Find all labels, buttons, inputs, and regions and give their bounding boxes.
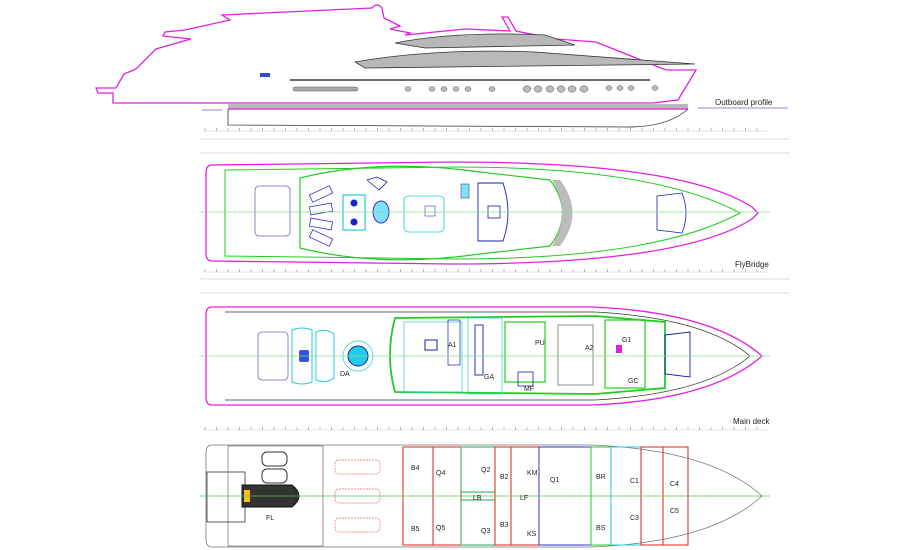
room-label: KS <box>527 531 537 538</box>
jet-ski <box>261 468 288 484</box>
main-deck-ruler <box>203 427 768 431</box>
flybridge-deck-edge <box>224 166 742 260</box>
profile-boot-stripe <box>228 104 688 109</box>
room-label: A1 <box>448 342 457 349</box>
outboard-profile-view: Outboard profile <box>95 4 790 154</box>
porthole <box>522 85 532 93</box>
room-label: C3 <box>630 515 639 522</box>
outboard-profile-title: Outboard profile <box>715 98 773 107</box>
room-label: DA <box>340 371 350 378</box>
galley-equipment <box>616 345 622 353</box>
room-label: GC <box>628 378 639 385</box>
flybridge-console <box>460 183 470 199</box>
garage-door <box>206 471 246 523</box>
saloon-tv <box>424 339 438 351</box>
porthole <box>579 85 589 93</box>
saloon-area <box>403 321 463 393</box>
room-label: LB <box>473 495 482 502</box>
room-label: C1 <box>630 478 639 485</box>
flybridge-view: FlyBridge <box>200 161 790 294</box>
room-label: BR <box>596 474 606 481</box>
room-label: BS <box>596 525 606 532</box>
galley-walls <box>604 319 646 389</box>
jet-ski <box>261 451 288 467</box>
flybridge-hull-outline <box>205 161 759 265</box>
profile-upper-glazing <box>394 33 576 49</box>
lower-deck-hull-outline <box>205 444 763 548</box>
main-deck-title: Main deck <box>733 417 770 426</box>
porthole <box>556 85 566 93</box>
profile-window-strip <box>292 86 359 92</box>
flybridge-title: FlyBridge <box>735 260 769 269</box>
porthole <box>428 86 436 92</box>
porthole <box>404 86 412 92</box>
room-label: Q5 <box>436 525 445 532</box>
porthole <box>533 85 543 93</box>
room-label: LF <box>520 495 528 502</box>
profile-main-glazing <box>353 50 696 69</box>
flybridge-shade-strip <box>552 180 573 246</box>
flybridge-foredeck-hatch <box>656 192 687 234</box>
room-label: FL <box>266 515 274 522</box>
porthole <box>464 86 472 92</box>
room-label: B3 <box>500 522 509 529</box>
room-label: A2 <box>585 345 594 352</box>
flybridge-hardtop <box>299 165 563 261</box>
dining-table <box>474 324 484 376</box>
porthole <box>545 85 555 93</box>
room-label: Q1 <box>550 477 559 484</box>
flybridge-sunbeds <box>308 185 334 247</box>
foredeck-hatch <box>664 331 691 378</box>
profile-hull-underbody <box>227 108 689 128</box>
main-deck-hull-outline <box>205 306 763 406</box>
room-label: G1 <box>622 337 631 344</box>
flybridge-stair-down <box>366 176 388 191</box>
flybridge-bar <box>342 194 366 231</box>
porthole <box>488 86 496 92</box>
flybridge-stool <box>350 218 358 226</box>
room-label: MF <box>524 386 534 393</box>
outboard-ruler <box>203 128 768 132</box>
room-label: B2 <box>500 474 509 481</box>
pantry-walls <box>504 321 546 383</box>
room-label: GA <box>484 374 494 381</box>
flybridge-helm <box>477 182 509 242</box>
flybridge-ruler <box>203 269 768 273</box>
room-label: PU <box>535 340 545 347</box>
room-label: KM <box>527 470 538 477</box>
porthole <box>567 85 577 93</box>
porthole <box>651 85 659 91</box>
room-label: B5 <box>411 526 420 533</box>
flybridge-lounge <box>403 195 445 233</box>
porthole <box>452 86 460 92</box>
room-label: Q3 <box>481 528 490 535</box>
room-label: Q2 <box>481 467 490 474</box>
porthole <box>616 85 624 91</box>
profile-tender-cover <box>260 73 270 77</box>
flybridge-sunpad <box>254 185 291 237</box>
aft-deck-sofas <box>291 327 335 385</box>
owner-suite-bed <box>557 324 594 386</box>
room-label: C5 <box>670 508 679 515</box>
porthole <box>627 85 635 91</box>
porthole <box>440 86 448 92</box>
profile-water-marks <box>202 107 788 111</box>
room-label: C4 <box>670 481 679 488</box>
flybridge-stool <box>350 199 358 207</box>
room-label: B4 <box>411 465 420 472</box>
flybridge-coffee-table <box>424 205 436 217</box>
main-stair <box>517 371 534 387</box>
porthole <box>605 85 613 91</box>
room-label: Q4 <box>436 470 445 477</box>
saloon-sofa <box>447 319 461 366</box>
profile-portholes <box>404 85 659 93</box>
